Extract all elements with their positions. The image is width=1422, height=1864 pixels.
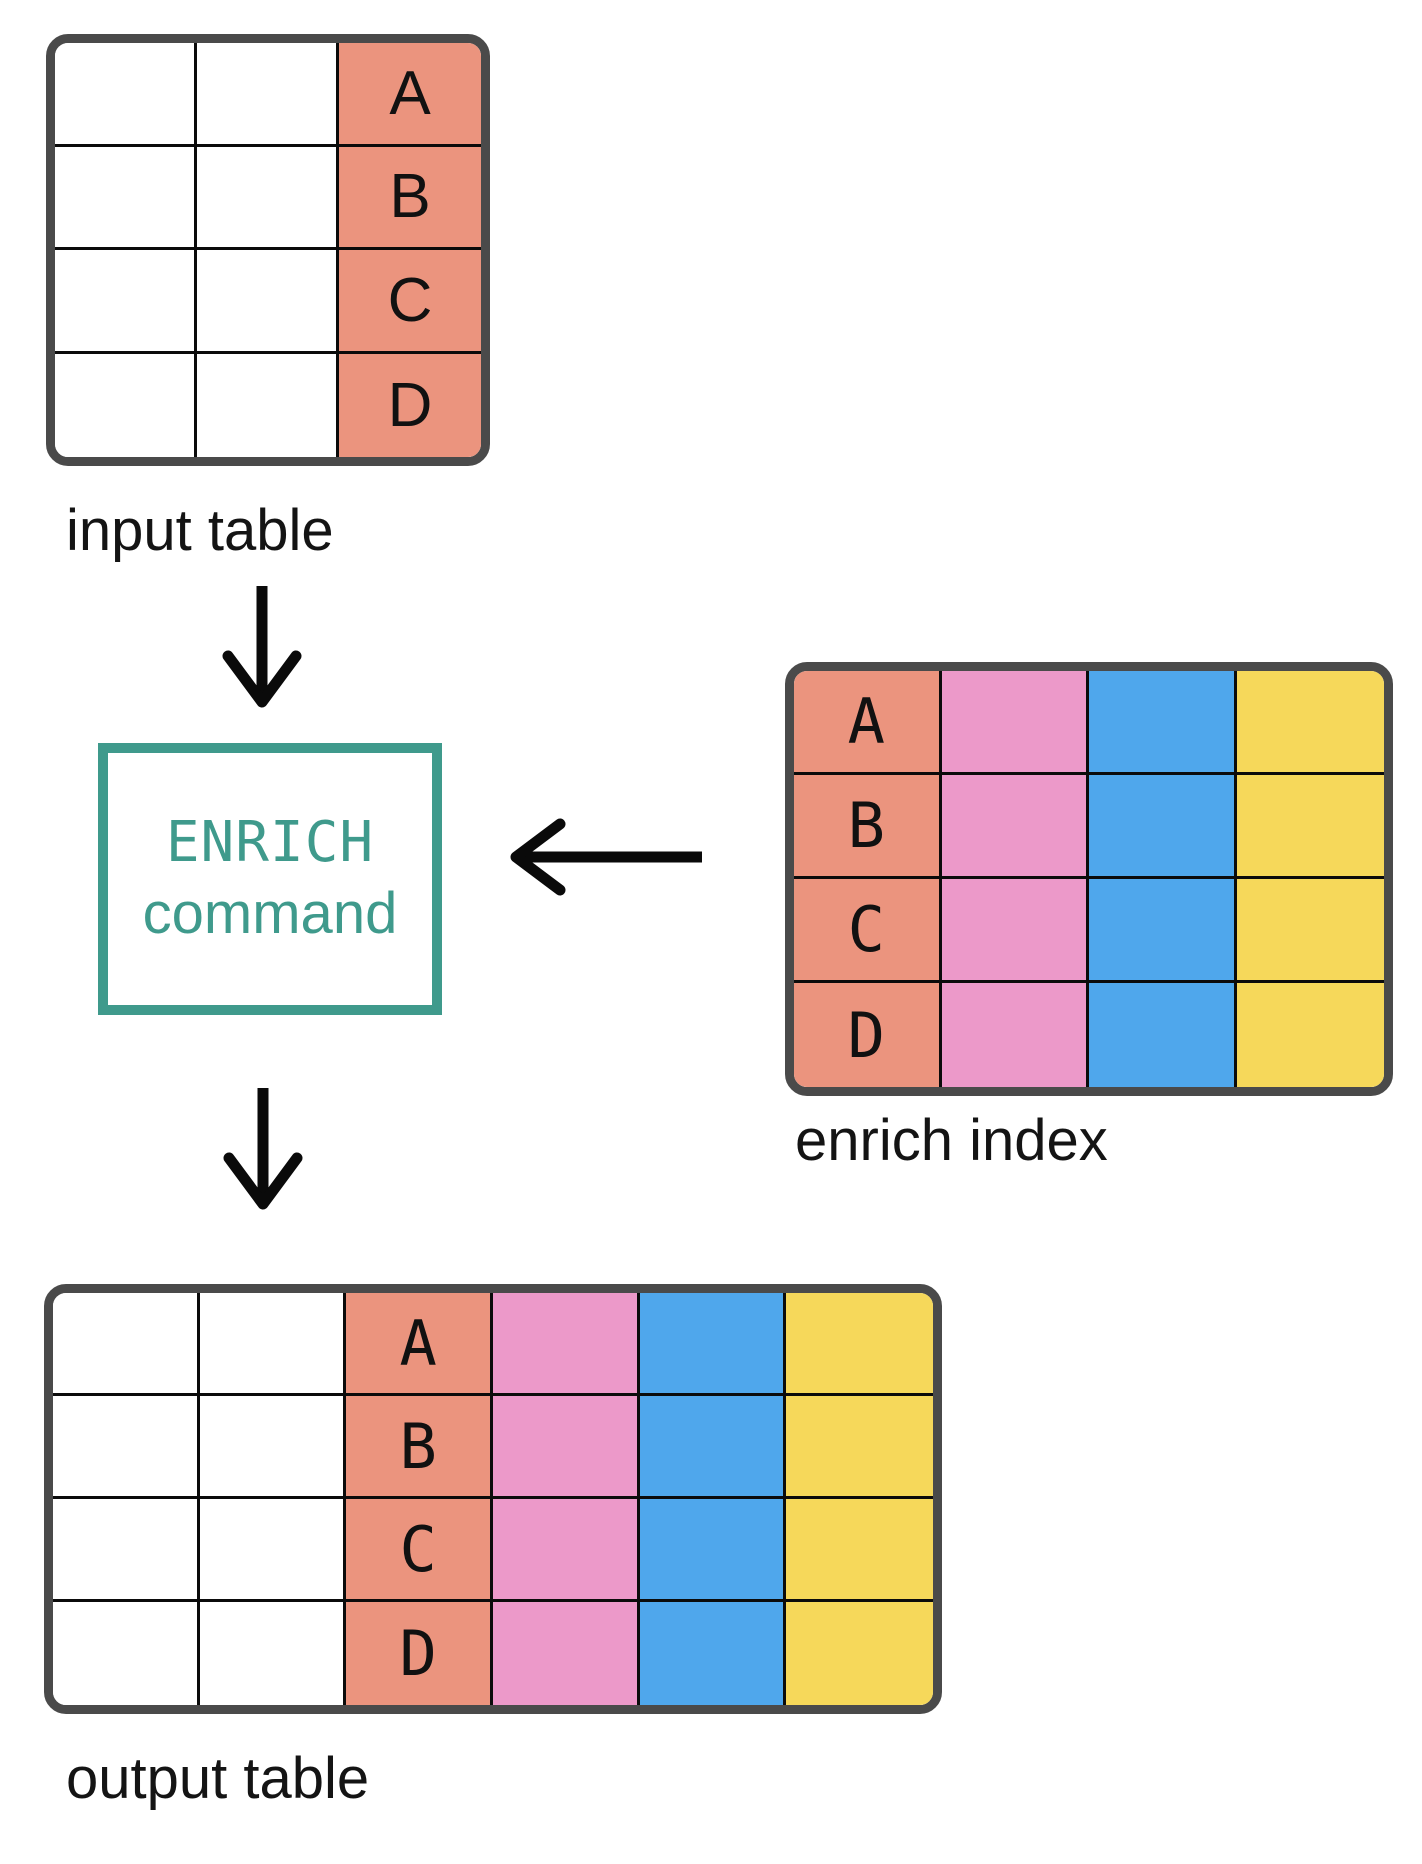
cell-letter: B bbox=[399, 1409, 437, 1483]
enrich-command-keyword: ENRICH bbox=[165, 810, 375, 875]
table-cell: D bbox=[339, 353, 481, 457]
table-cell bbox=[493, 1293, 640, 1396]
enrich-command-word: command bbox=[142, 881, 398, 946]
table-cell bbox=[53, 1396, 200, 1499]
cell-letter: D bbox=[387, 370, 433, 440]
table-cell bbox=[493, 1396, 640, 1499]
table-cell bbox=[53, 1293, 200, 1396]
table-cell bbox=[1236, 983, 1384, 1087]
cell-letter: D bbox=[399, 1617, 437, 1690]
cell-letter: C bbox=[399, 1512, 437, 1586]
table-cell bbox=[197, 146, 339, 250]
table-cell bbox=[493, 1499, 640, 1602]
table-cell bbox=[1236, 879, 1384, 983]
table-cell bbox=[55, 146, 197, 250]
table-cell bbox=[493, 1602, 640, 1705]
table-cell bbox=[786, 1499, 933, 1602]
cell-letter: A bbox=[389, 58, 431, 128]
table-cell bbox=[639, 1396, 787, 1499]
table-cell bbox=[197, 353, 339, 457]
table-cell: A bbox=[346, 1293, 493, 1396]
table-cell bbox=[1089, 879, 1237, 983]
table-cell bbox=[55, 250, 197, 354]
table-cell bbox=[53, 1602, 200, 1705]
table-cell bbox=[1236, 775, 1384, 879]
cell-letter: C bbox=[387, 265, 433, 335]
table-cell bbox=[55, 353, 197, 457]
arrow-down-icon bbox=[222, 586, 302, 708]
cell-letter: B bbox=[389, 162, 431, 232]
table-cell bbox=[1089, 775, 1237, 879]
table-cell bbox=[639, 1602, 787, 1705]
table-cell bbox=[786, 1293, 933, 1396]
cell-letter: B bbox=[847, 789, 885, 862]
table-cell: A bbox=[794, 671, 942, 775]
table-cell bbox=[199, 1499, 347, 1602]
table-cell bbox=[941, 671, 1089, 775]
table-cell bbox=[639, 1499, 787, 1602]
table-cell bbox=[1089, 983, 1237, 1087]
table-cell bbox=[941, 775, 1089, 879]
table-cell bbox=[199, 1293, 347, 1396]
table-cell: B bbox=[794, 775, 942, 879]
table-cell bbox=[53, 1499, 200, 1602]
table-cell bbox=[199, 1602, 347, 1705]
table-cell bbox=[199, 1396, 347, 1499]
table-cell: D bbox=[346, 1602, 493, 1705]
table-cell: A bbox=[339, 43, 481, 147]
table-cell: B bbox=[346, 1396, 493, 1499]
table-cell: C bbox=[794, 879, 942, 983]
cell-letter: D bbox=[847, 998, 885, 1072]
table-cell bbox=[1236, 671, 1384, 775]
table-cell bbox=[197, 43, 339, 147]
table-cell bbox=[941, 879, 1089, 983]
cell-letter: C bbox=[847, 893, 885, 966]
table-cell: C bbox=[339, 250, 481, 354]
table-cell bbox=[1089, 671, 1237, 775]
table-cell bbox=[197, 250, 339, 354]
enrich-command-box: ENRICH command bbox=[98, 743, 442, 1015]
table-cell bbox=[941, 983, 1089, 1087]
arrow-left-icon bbox=[510, 818, 702, 896]
enrich-index-label: enrich index bbox=[795, 1108, 1108, 1173]
input-table-label: input table bbox=[66, 498, 334, 563]
cell-letter: A bbox=[847, 685, 885, 758]
table-cell bbox=[786, 1602, 933, 1705]
table-cell: D bbox=[794, 983, 942, 1087]
table-cell: B bbox=[339, 146, 481, 250]
output-table-label: output table bbox=[66, 1746, 370, 1811]
table-cell bbox=[786, 1396, 933, 1499]
table-cell bbox=[639, 1293, 787, 1396]
table-cell: C bbox=[346, 1499, 493, 1602]
cell-letter: A bbox=[399, 1306, 437, 1380]
arrow-down-icon bbox=[223, 1088, 303, 1210]
table-cell bbox=[55, 43, 197, 147]
